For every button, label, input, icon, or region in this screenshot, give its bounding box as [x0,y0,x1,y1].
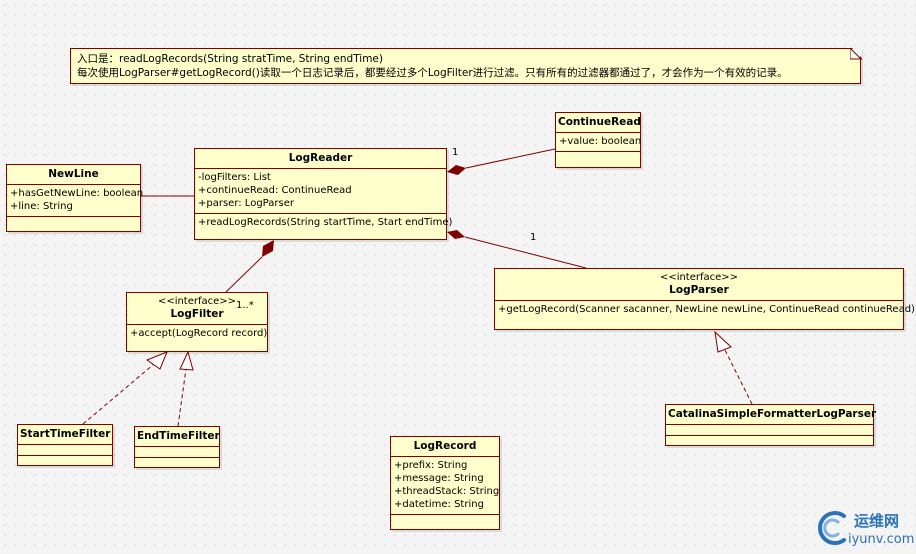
composition-logparser-line [464,236,587,269]
operations-section [666,436,873,446]
realization-endtimefilter-line [177,368,187,427]
class-newline[interactable]: NewLine +hasGetNewLine: boolean +line: S… [6,164,144,232]
operations-section [135,458,219,468]
attribute: +message: String [394,473,484,484]
operation: +getLogRecord(Scanner sacanner, NewLine … [498,304,915,315]
composition-continueread-line [465,148,556,169]
composition-logfilter-line [225,256,263,293]
class-name: LogFilter [170,308,224,320]
operation: +accept(LogRecord record) [130,328,268,339]
attributes-section: +hasGetNewLine: boolean +line: String [7,185,144,217]
note-line-2: 每次使用LogParser#getLogRecord()读取一个日志记录后，都要… [77,67,788,79]
realization-arrowhead-starttimefilter [145,351,168,370]
class-continueread[interactable]: ContinueRead +value: boolean [555,112,641,168]
realization-arrowhead-catalina [714,330,732,353]
multiplicity-logfilter: 1..* [236,300,254,311]
operations-section: +accept(LogRecord record) [127,325,267,343]
watermark-en: iyunv.com [848,532,915,547]
attribute: +datetime: String [394,499,484,510]
class-name: CatalinaSimpleFormatterLogParser [668,408,877,420]
attribute: +line: String [10,201,73,212]
class-name: NewLine [48,168,99,180]
attribute: -logFilters: List [198,172,271,183]
realization-starttimefilter-line [82,363,155,425]
attribute: +prefix: String [394,460,468,471]
attribute: +threadStack: String [394,486,500,497]
realization-catalina-line [724,349,753,405]
note-corner-fold [850,48,862,60]
class-name: EndTimeFilter [137,430,220,442]
class-logreader[interactable]: LogReader -logFilters: List +continueRea… [194,148,453,240]
multiplicity-continueread: 1 [452,147,459,158]
class-endtimefilter[interactable]: EndTimeFilter [134,426,220,468]
watermark: 运维网 iyunv.com [814,506,914,552]
attribute: +parser: LogParser [198,198,294,209]
class-name: StartTimeFilter [20,428,111,440]
interface-logfilter[interactable]: <<interface>> LogFilter +accept(LogRecor… [126,292,268,352]
class-catalinasimpleformatterlogparser[interactable]: CatalinaSimpleFormatterLogParser [665,404,877,446]
interface-logparser[interactable]: <<interface>> LogParser +getLogRecord(Sc… [494,268,915,330]
composition-diamond-logfilter [262,240,274,257]
composition-diamond-logparser [447,230,465,239]
attribute: +hasGetNewLine: boolean [10,188,144,199]
note-line-1: 入口是：readLogRecords(String stratTime, Str… [77,53,383,65]
class-name: LogParser [669,284,729,296]
operations-section [556,152,640,162]
class-name: LogReader [288,152,353,164]
attribute: +value: boolean [559,136,642,147]
attributes-section: +prefix: String +message: String +thread… [391,457,499,515]
attributes-section [666,425,873,436]
stereotype-label: <<interface>> [157,296,237,307]
composition-diamond-continueread [447,165,466,175]
attributes-section [18,445,112,456]
operations-section [18,456,112,466]
class-logrecord[interactable]: LogRecord +prefix: String +message: Stri… [390,436,500,530]
class-name: ContinueRead [558,116,641,128]
cloud-logo-icon [818,511,846,545]
operations-section [7,217,140,227]
attributes-section: +value: boolean [556,133,642,152]
class-starttimefilter[interactable]: StartTimeFilter [17,424,113,466]
attribute: +continueRead: ContinueRead [198,185,352,196]
class-name: LogRecord [413,440,477,452]
operations-section: +readLogRecords(String startTime, Start … [195,214,453,232]
entry-note[interactable]: 入口是：readLogRecords(String stratTime, Str… [70,48,861,84]
attributes-section: -logFilters: List +continueRead: Continu… [195,169,446,214]
attributes-section [135,447,219,458]
operations-section: +getLogRecord(Scanner sacanner, NewLine … [495,301,915,319]
realization-arrowhead-endtimefilter [179,350,194,371]
operations-section [391,515,499,525]
stereotype-label: <<interface>> [659,272,739,283]
multiplicity-logparser: 1 [530,232,537,243]
operation: +readLogRecords(String startTime, Start … [198,217,453,228]
watermark-cn: 运维网 [854,512,900,530]
